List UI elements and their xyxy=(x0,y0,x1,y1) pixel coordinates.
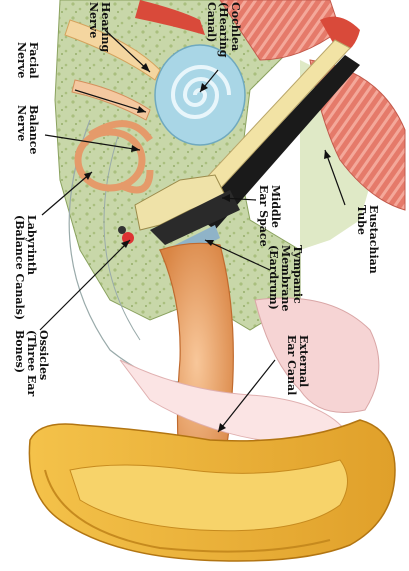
label-line: (Eardrum) xyxy=(267,245,280,310)
label-line: Ear Canal xyxy=(285,335,298,395)
label-line: Nerve xyxy=(15,105,28,141)
svg-text:ExternalEar Canal: ExternalEar Canal xyxy=(285,335,310,395)
svg-text:EustachianTube: EustachianTube xyxy=(355,205,380,274)
svg-text:FacialNerve: FacialNerve xyxy=(15,42,40,79)
svg-text:Ossicles(Three EarBones): Ossicles(Three EarBones) xyxy=(13,330,50,397)
ossicle-dark xyxy=(118,226,126,234)
label-eustachian-tube: EustachianTube xyxy=(355,205,380,274)
label-ossicles: Ossicles(Three EarBones) xyxy=(13,330,50,397)
label-line: Tube xyxy=(355,205,368,235)
label-line: Canal) xyxy=(205,2,218,42)
label-line: Nerve xyxy=(15,42,28,78)
label-tympanic-membrane: TympanicMembrane(Eardrum) xyxy=(267,245,304,311)
label-facial-nerve: FacialNerve xyxy=(15,42,40,79)
label-line: (Balance Canals) xyxy=(13,215,26,320)
lower-tissue xyxy=(255,298,379,413)
label-balance-nerve: BalanceNerve xyxy=(15,105,40,154)
svg-text:Labyrinth(Balance Canals): Labyrinth(Balance Canals) xyxy=(13,215,38,320)
label-line: Bones) xyxy=(13,330,26,373)
svg-text:BalanceNerve: BalanceNerve xyxy=(15,105,40,154)
label-labyrinth: Labyrinth(Balance Canals) xyxy=(13,215,38,320)
cochlea-shape xyxy=(155,45,245,145)
label-line: Nerve xyxy=(87,2,100,38)
svg-text:TympanicMembrane(Eardrum): TympanicMembrane(Eardrum) xyxy=(267,245,304,311)
anatomy-illustration xyxy=(29,0,405,561)
label-external-ear-canal: ExternalEar Canal xyxy=(285,335,310,395)
label-line: Ear Space xyxy=(257,185,270,247)
